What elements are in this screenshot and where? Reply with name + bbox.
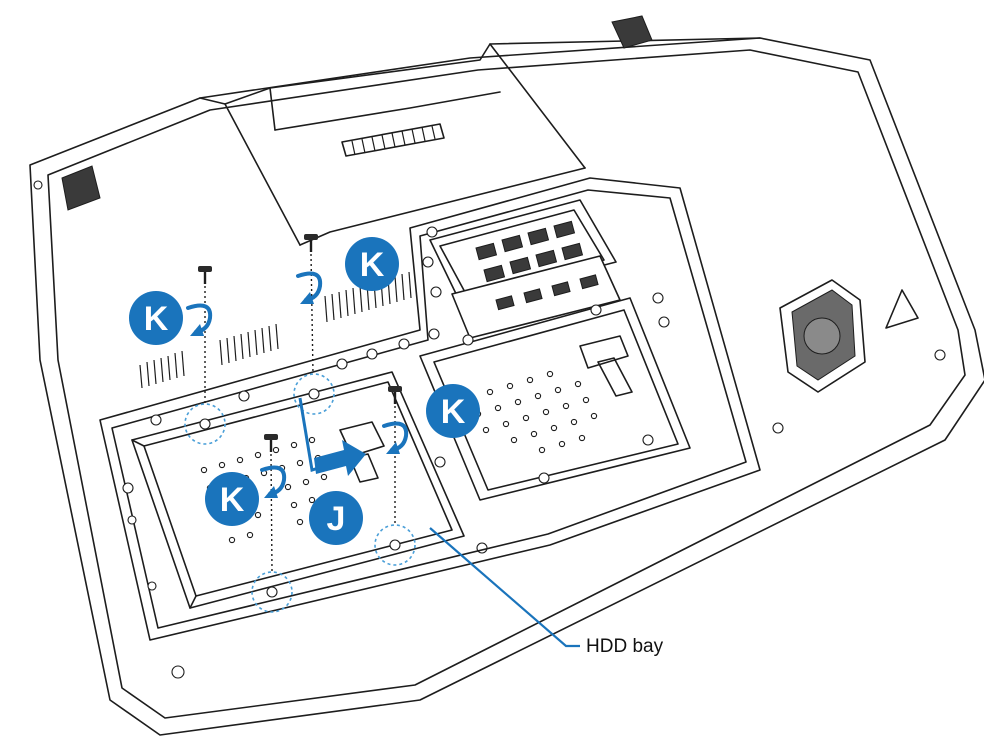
step-letter: K bbox=[220, 481, 245, 519]
step-letter: K bbox=[144, 300, 169, 338]
rotate-arrow-icon bbox=[382, 421, 409, 454]
step-marker-k: K bbox=[205, 472, 259, 526]
secondary-drive-bay bbox=[419, 297, 691, 501]
hdd-bay bbox=[131, 371, 465, 609]
step-letter: K bbox=[360, 246, 385, 284]
step-marker-k: K bbox=[345, 237, 399, 291]
chassis-hole bbox=[934, 349, 946, 361]
ram-modules bbox=[429, 199, 621, 339]
screw-icon bbox=[264, 434, 278, 573]
rear-exhaust-vent bbox=[341, 123, 445, 157]
chassis-hole bbox=[171, 665, 185, 679]
step-marker-j: J bbox=[309, 491, 363, 545]
rotate-arrow-icon bbox=[260, 465, 287, 498]
screw-icon bbox=[198, 266, 212, 404]
rotate-arrow-icon bbox=[186, 303, 213, 336]
hdd-bay-callout: HDD bay bbox=[429, 527, 664, 657]
screw-highlight bbox=[184, 403, 226, 445]
callout-label: HDD bay bbox=[586, 636, 664, 657]
chassis-hole bbox=[772, 422, 784, 434]
screw-icon bbox=[388, 386, 402, 525]
chassis-hole bbox=[33, 180, 43, 190]
hdd-screw-points bbox=[184, 373, 416, 613]
screw-highlight bbox=[251, 571, 293, 613]
triangle-icon bbox=[885, 289, 919, 329]
callout-leader-line bbox=[429, 527, 580, 648]
screw-highlight bbox=[293, 373, 335, 415]
rubber-foot-right bbox=[611, 15, 653, 49]
rotate-arrow-icon bbox=[296, 271, 323, 304]
step-marker-k: K bbox=[426, 384, 480, 438]
step-letter: J bbox=[327, 500, 346, 538]
step-letter: K bbox=[441, 393, 466, 431]
drive-vent-holes bbox=[466, 370, 598, 454]
slide-arrow-icon bbox=[298, 397, 366, 476]
bottom-intake-vents bbox=[139, 271, 412, 389]
fan-grille-icon bbox=[779, 279, 866, 393]
screw-highlight bbox=[374, 524, 416, 566]
rubber-foot-left bbox=[61, 165, 101, 211]
step-marker-k: K bbox=[129, 291, 183, 345]
